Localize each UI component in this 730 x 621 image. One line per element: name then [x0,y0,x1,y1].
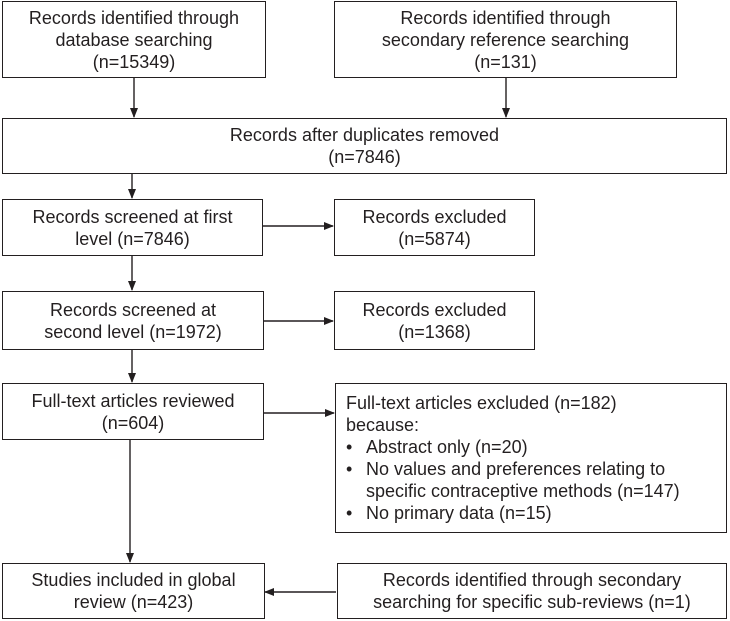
box-screened-first-level: Records screened at first level (n=7846) [2,199,263,256]
box-line: (n=7846) [328,147,401,167]
box-line: Records after duplicates removed [229,125,500,145]
box-secondary-subreviews: Records identified through secondary sea… [337,563,727,619]
box-fulltext-reviewed: Full-text articles reviewed (n=604) [2,383,264,440]
box-line: Studies included in global [31,570,236,590]
box-line: Records screened at first [32,206,233,227]
box-screened-second-level: Records screened at second level (n=1972… [2,291,264,350]
box-line: Records screened at [49,299,217,320]
box-line: (n=131) [474,51,537,72]
exclusion-reason-item: • Abstract only (n=20) [346,436,726,458]
exclusion-reason-text: Abstract only (n=20) [366,437,528,457]
exclusion-reason-text: No primary data (n=15) [366,503,552,523]
box-after-duplicates-removed: Records after duplicates removed (n=7846… [2,118,727,174]
exclusion-reason-item: • No primary data (n=15) [346,502,726,524]
box-database-searching: Records identified through database sear… [2,1,266,78]
box-line: level (n=7846) [75,228,190,249]
box-line: review (n=423) [73,592,194,612]
box-line: secondary reference searching [381,29,630,50]
exclusion-reason-text: No values and preferences relating to [366,459,666,479]
box-line: second level (n=1972) [44,321,222,342]
box-line: database searching [55,29,213,50]
excluded-heading-line: because: [346,415,420,435]
box-line: (n=1368) [398,321,471,342]
exclusion-reason-text: specific contraceptive methods (n=147) [366,481,680,501]
exclusion-reason-item: • No values and preferences relating to [346,458,726,480]
exclusion-reason-continuation: specific contraceptive methods (n=147) [346,480,726,502]
box-fulltext-excluded: Full-text articles excluded (n=182) beca… [335,383,727,533]
bullet-marker: • [346,437,353,457]
box-line: searching for specific sub-reviews (n=1) [373,592,691,612]
box-line: (n=5874) [398,228,471,249]
box-line: Records identified through [28,7,240,28]
box-line: Records identified through secondary [382,570,682,590]
box-line: Records identified through [400,7,611,28]
box-excluded-first-level: Records excluded (n=5874) [334,199,535,256]
box-line: Records excluded [362,206,507,227]
excluded-heading-line: Full-text articles excluded (n=182) [346,393,617,413]
bullet-marker: • [346,503,353,523]
box-excluded-second-level: Records excluded (n=1368) [334,291,535,350]
box-line: (n=15349) [92,51,176,72]
box-line: Records excluded [362,299,507,320]
box-secondary-reference-searching: Records identified through secondary ref… [334,1,677,78]
bullet-marker: • [346,459,353,479]
box-line: Full-text articles reviewed [31,390,235,411]
box-line: (n=604) [101,412,165,433]
box-studies-included-global: Studies included in global review (n=423… [2,563,265,619]
